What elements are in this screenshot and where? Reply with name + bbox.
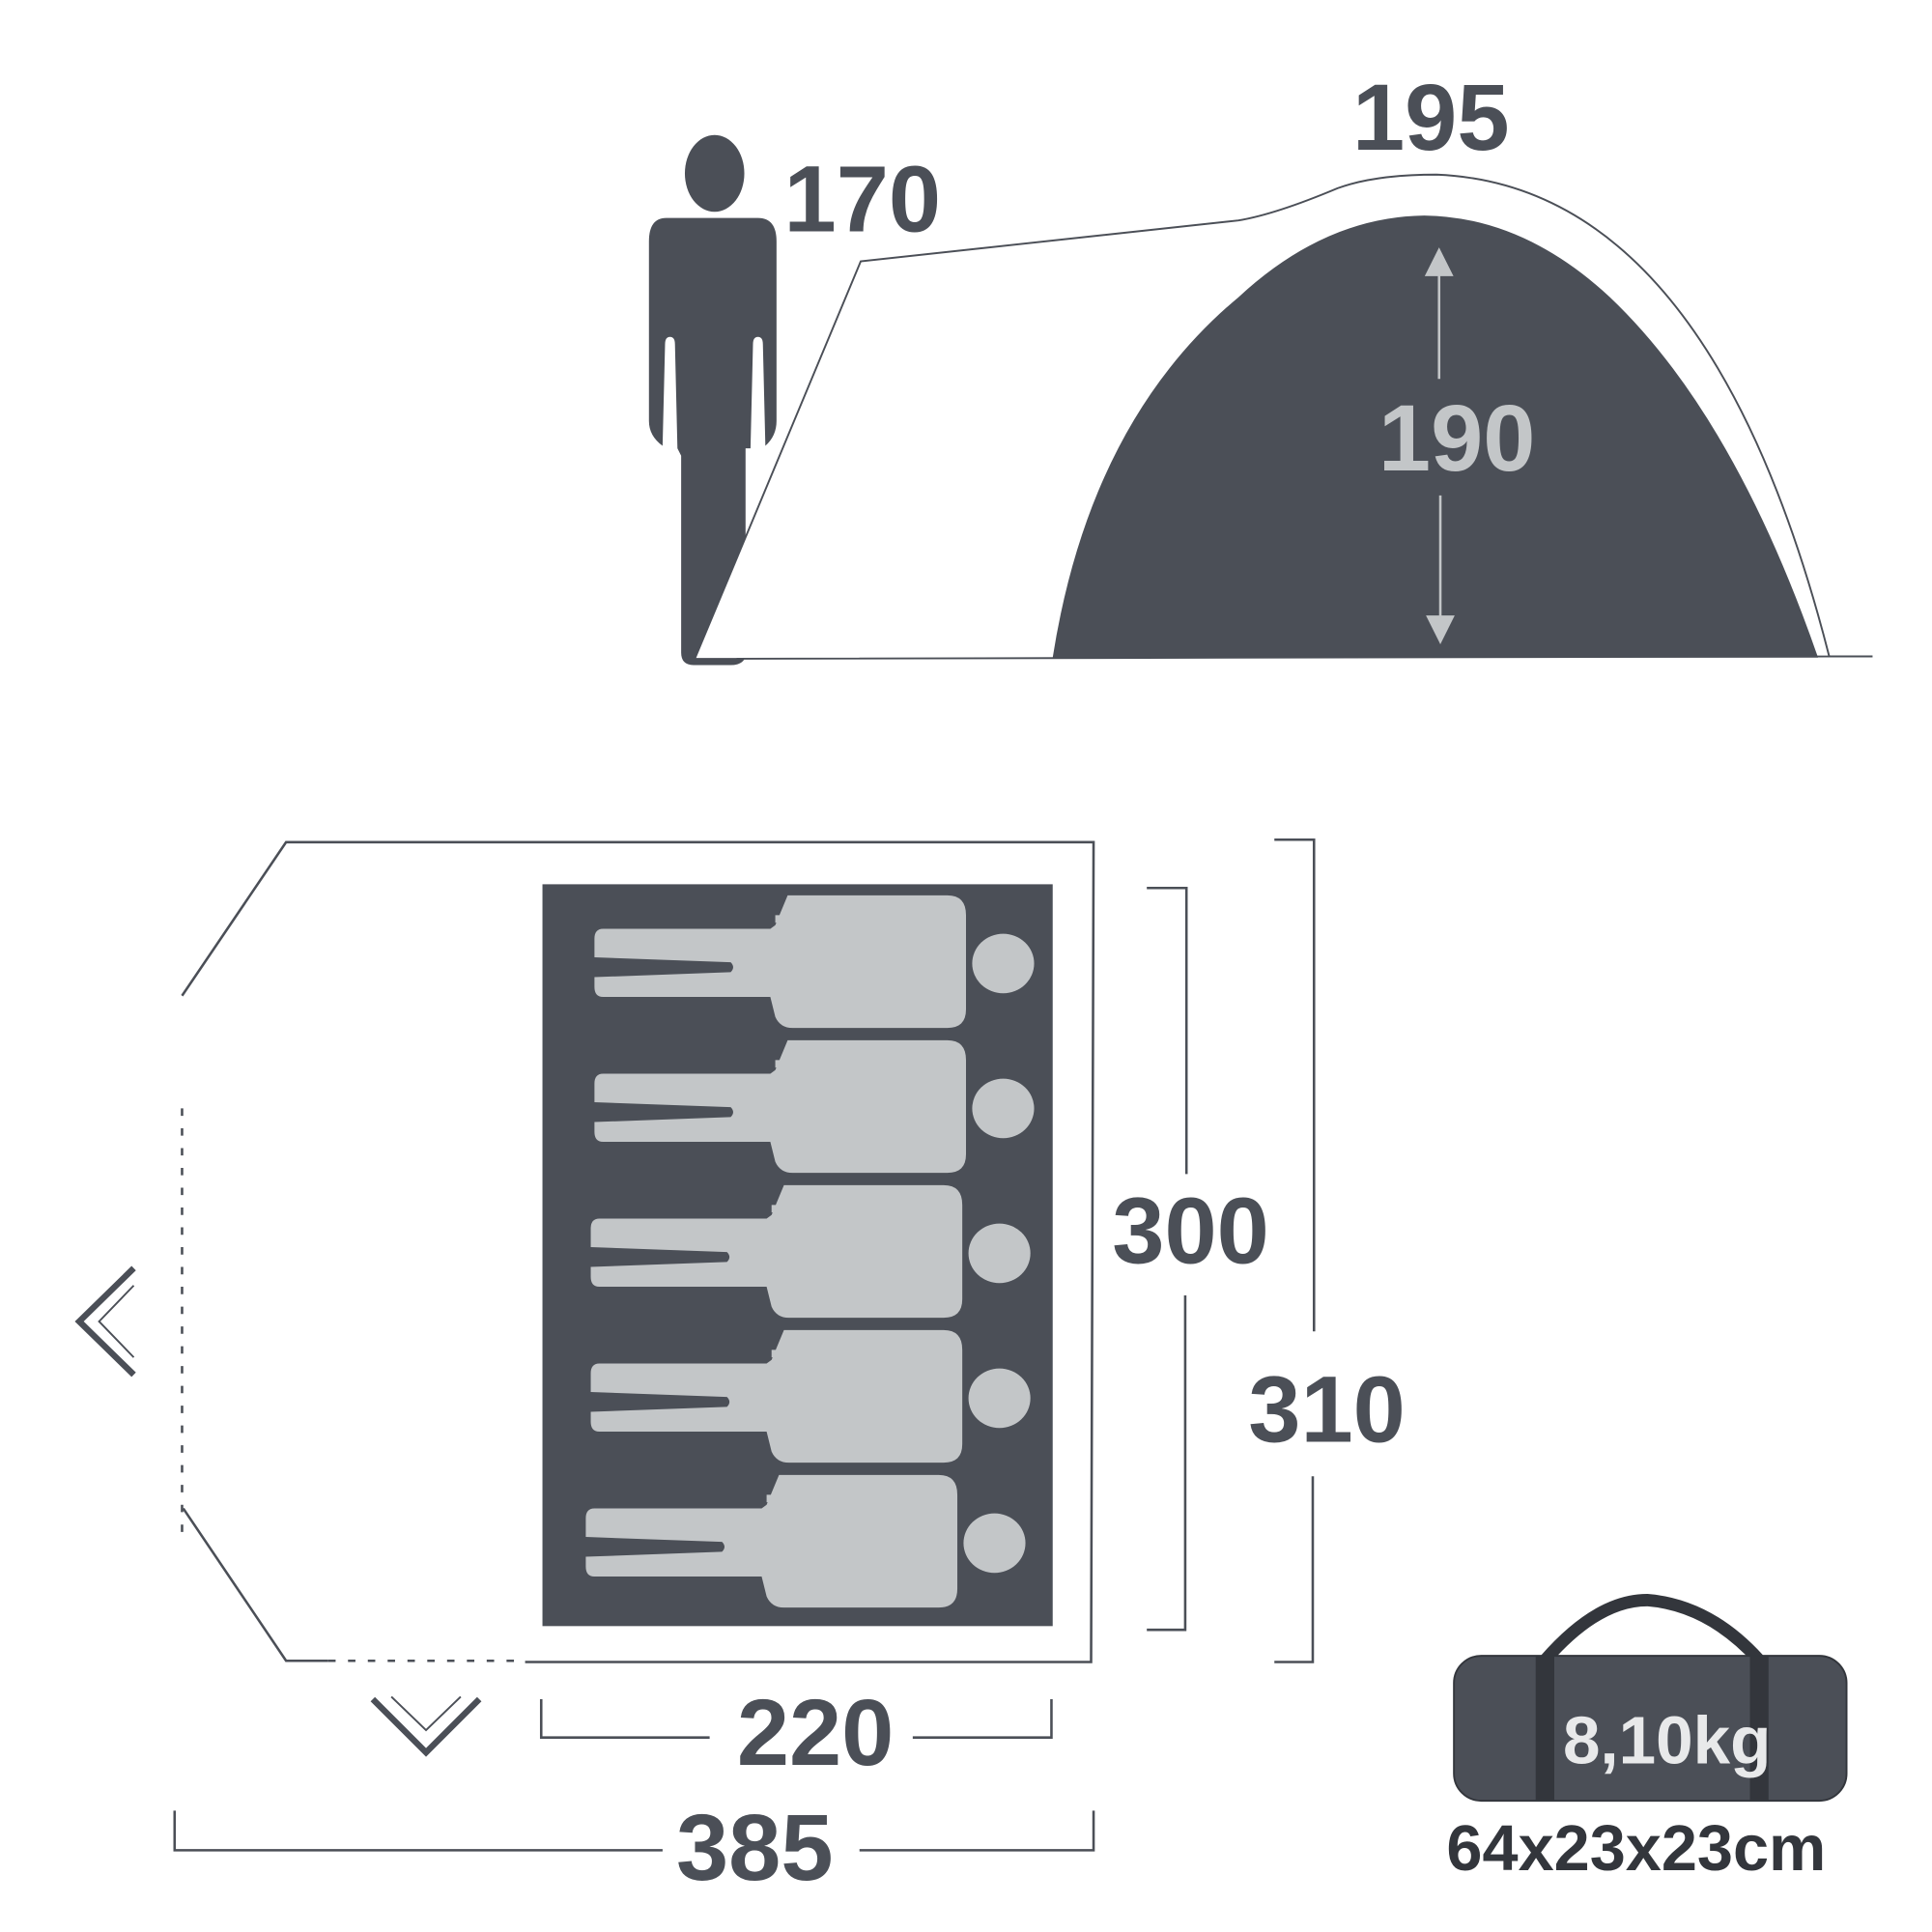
sleeper-figure <box>594 1039 1035 1174</box>
entrance-arrow-down-icon <box>370 1695 482 1757</box>
entrance-arrow-left-icon <box>74 1265 136 1378</box>
tent-inner-dome <box>1052 215 1819 658</box>
person-height-label: 170 <box>784 147 942 252</box>
sleeper-figure <box>594 895 1035 1029</box>
tent-floor-outline <box>181 840 1095 1663</box>
side-view: 170 195 190 <box>648 65 1873 666</box>
sleepers <box>585 895 1035 1608</box>
inner-height-label: 190 <box>1378 385 1536 491</box>
bag-weight: 8,10kg <box>1563 1703 1772 1778</box>
bag-handle <box>1541 1593 1764 1664</box>
outer-depth-label: 310 <box>1248 1356 1406 1462</box>
inner-width-label: 220 <box>737 1680 895 1785</box>
bag-dimensions: 64x23x23cm <box>1446 1813 1826 1885</box>
floor-plan: 300 310 220 385 <box>74 838 1406 1900</box>
total-height-label: 195 <box>1352 65 1510 170</box>
inner-depth-label: 300 <box>1112 1179 1269 1284</box>
sleeper-figure <box>590 1184 1031 1319</box>
height-arrow <box>1424 247 1455 644</box>
sleeper-figure <box>585 1474 1026 1608</box>
outer-width-label: 385 <box>676 1795 834 1900</box>
dimension-lines <box>173 838 1316 1852</box>
sleeper-figure <box>590 1329 1031 1463</box>
carry-bag: 8,10kg 64x23x23cm <box>1446 1593 1848 1885</box>
